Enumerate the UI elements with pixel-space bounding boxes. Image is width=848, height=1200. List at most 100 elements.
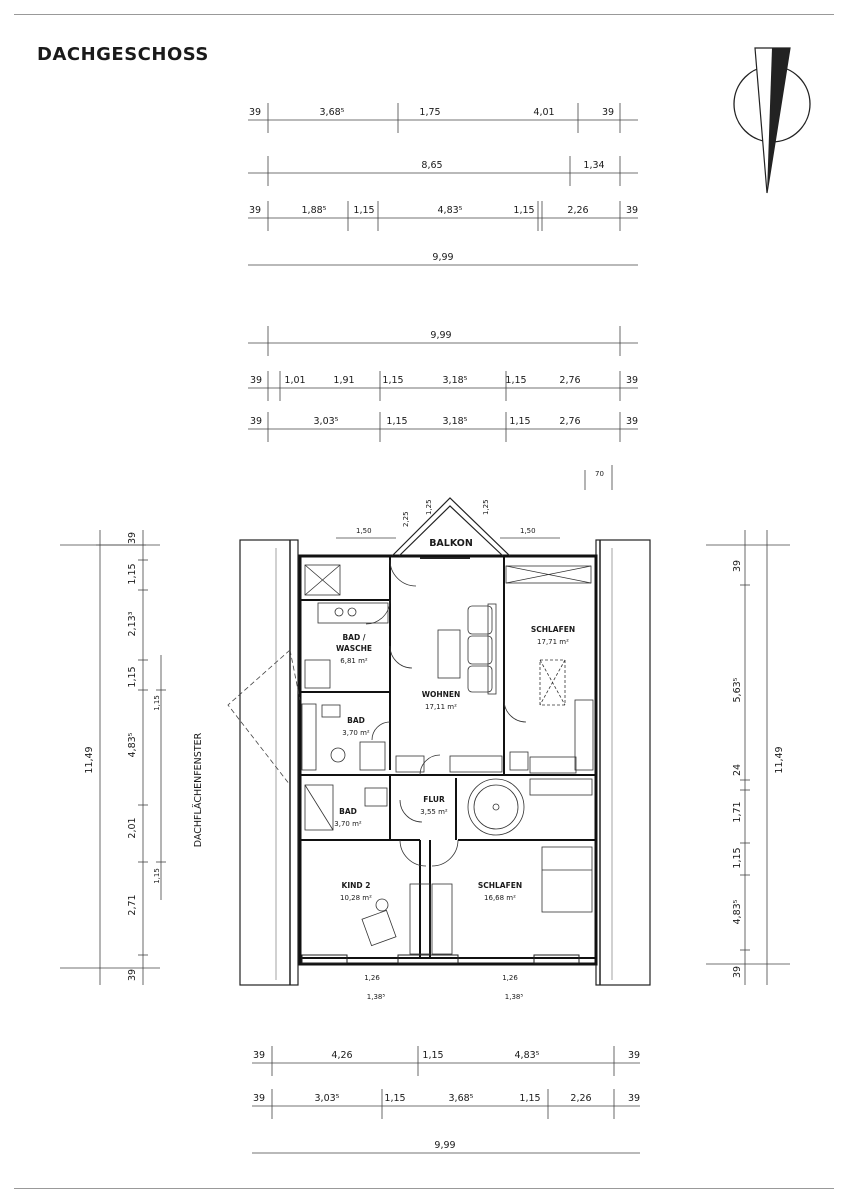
washing-area-fixtures xyxy=(304,564,391,689)
dimension-label: 3,18⁵ xyxy=(443,375,468,386)
dimension-label: 39 xyxy=(253,1050,265,1061)
right-total-dimension: 11,49 xyxy=(774,746,785,773)
balcony-dim-1: 2,25 xyxy=(402,511,410,527)
dimension-label: 3,68⁵ xyxy=(449,1093,474,1104)
left-dimension-label: 4,83⁵ xyxy=(127,732,138,757)
dimension-label: 39 xyxy=(628,1093,640,1104)
balcony xyxy=(391,497,511,559)
window-1-height: 1,38⁵ xyxy=(367,993,386,1001)
dimension-label: 1,15 xyxy=(382,375,403,386)
bedroom-2-furniture xyxy=(541,846,593,913)
left-dimension-label: 2,01 xyxy=(127,817,138,838)
north-arrow-icon xyxy=(733,47,811,194)
left-dimension-label: 1,15 xyxy=(127,666,138,687)
dimension-label: 9,99 xyxy=(432,252,453,263)
left-dimension-label: 1,15 xyxy=(127,563,138,584)
room-name: WOHNEN xyxy=(422,690,461,699)
room-name: KIND 2 xyxy=(342,881,371,890)
room-area: 6,81 m² xyxy=(340,657,368,665)
dimension-label: 39 xyxy=(253,1093,265,1104)
left-inner-dimension-label: 1,15 xyxy=(153,695,161,711)
room-label: KIND 2 10,28 m² xyxy=(340,881,372,902)
room-name-line-2: WASCHE xyxy=(336,644,372,653)
bottom-windows xyxy=(301,954,580,964)
right-dimension-label: 39 xyxy=(732,560,743,572)
room-name: SCHLAFEN xyxy=(531,625,575,634)
bathroom-fixtures xyxy=(301,703,386,771)
bathroom-2-fixtures xyxy=(304,784,388,831)
window-2-width: 1,26 xyxy=(502,974,518,982)
window-2-height: 1,38⁵ xyxy=(505,993,524,1001)
dimension-label: 3,03⁵ xyxy=(314,416,339,427)
dimension-label: 8,65 xyxy=(421,160,442,171)
dimension-label: 4,83⁵ xyxy=(515,1050,540,1061)
right-dimension-chain xyxy=(706,530,790,985)
room-label: BAD / WASCHE 6,81 m² xyxy=(336,633,372,665)
bedroom-1-furniture xyxy=(505,565,594,774)
right-dimension-label: 1,71 xyxy=(732,801,743,822)
room-name: FLUR xyxy=(423,795,445,804)
room-name: BAD xyxy=(347,716,365,725)
room-area: 16,68 m² xyxy=(484,894,516,902)
page-title: DACHGESCHOSS xyxy=(37,44,209,65)
dimension-label: 39 xyxy=(626,375,638,386)
bottom-border-line xyxy=(14,1188,834,1189)
left-inner-dimension-label: 1,15 xyxy=(153,868,161,884)
left-dimension-chain xyxy=(60,530,166,985)
dimension-label: 1,01 xyxy=(284,375,305,386)
right-dimension-label: 39 xyxy=(732,966,743,978)
dimension-label: 1,75 xyxy=(419,107,440,118)
dimension-label: 2,76 xyxy=(559,416,580,427)
roof-slope-right xyxy=(595,539,651,986)
balcony-label: BALKON xyxy=(429,538,473,549)
balcony-right-dimension: 1,50 xyxy=(520,527,536,535)
doors xyxy=(371,559,527,867)
room-area: 3,70 m² xyxy=(342,729,370,737)
dimension-label: 1,15 xyxy=(519,1093,540,1104)
left-dimension-label: 2,13³ xyxy=(127,611,138,636)
right-dimension-label: 1,15 xyxy=(732,847,743,868)
room-area: 17,11 m² xyxy=(425,703,457,711)
dimension-70: 70 xyxy=(595,470,604,478)
dimension-label: 39 xyxy=(628,1050,640,1061)
dimension-label: 1,15 xyxy=(386,416,407,427)
room-label: SCHLAFEN 17,71 m² xyxy=(531,625,575,646)
dimension-label: 2,26 xyxy=(567,205,588,216)
dimension-label: 1,15 xyxy=(353,205,374,216)
dimension-label: 9,99 xyxy=(434,1140,455,1151)
dimension-label: 1,15 xyxy=(422,1050,443,1061)
top-border-line xyxy=(14,14,834,15)
dimension-row-bot-3: 9,99 xyxy=(252,1140,640,1154)
left-dimension-label: 2,71 xyxy=(127,894,138,915)
child-room-furniture xyxy=(361,898,397,947)
left-dimension-label: 39 xyxy=(127,532,138,544)
dimension-label: 1,15 xyxy=(384,1093,405,1104)
roof-window-label: DACHFLÄCHENFENSTER xyxy=(193,732,204,847)
window-1-width: 1,26 xyxy=(364,974,380,982)
room-area: 17,71 m² xyxy=(537,638,569,646)
dimension-label: 39 xyxy=(249,107,261,118)
dimension-row-bot-2: 39 3,03⁵ 1,15 3,68⁵ 1,15 2,26 39 xyxy=(252,1089,640,1119)
right-dimension-label: 5,63⁵ xyxy=(732,677,743,702)
dimension-label: 1,15 xyxy=(509,416,530,427)
room-area: 3,70 m² xyxy=(334,820,362,828)
dimension-label: 2,26 xyxy=(570,1093,591,1104)
dimension-label: 3,68⁵ xyxy=(320,107,345,118)
room-name: BAD / xyxy=(342,633,365,642)
room-labels: BAD / WASCHE 6,81 m² WOHNEN 17,11 m² SCHLAFEN… xyxy=(334,625,575,902)
left-total-dimension: 11,49 xyxy=(84,746,95,773)
dimension-label: 3,03⁵ xyxy=(315,1093,340,1104)
dimension-label: 1,91 xyxy=(333,375,354,386)
room-area: 10,28 m² xyxy=(340,894,372,902)
roof-window-outline xyxy=(227,649,301,786)
